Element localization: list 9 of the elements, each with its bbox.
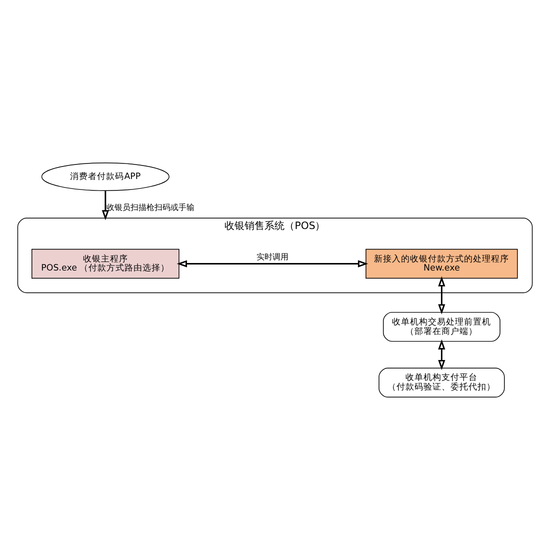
node-box: 新接入的收银付款方式的处理程序 New.exe [366,248,518,279]
arrow [176,260,368,268]
arrow [438,339,446,370]
node-box: 收单机构支付平台 （付款码验证、委托代扣） [378,368,505,398]
arrow [438,276,446,314]
arrow [102,190,109,220]
node-box: 收银主程序 POS.exe （付款方式路由选择） [32,248,180,279]
node-ellipse: 消费者付款码APP [41,162,170,191]
node-box: 收单机构交易处理前置机 （部署在商户端） [382,312,500,342]
